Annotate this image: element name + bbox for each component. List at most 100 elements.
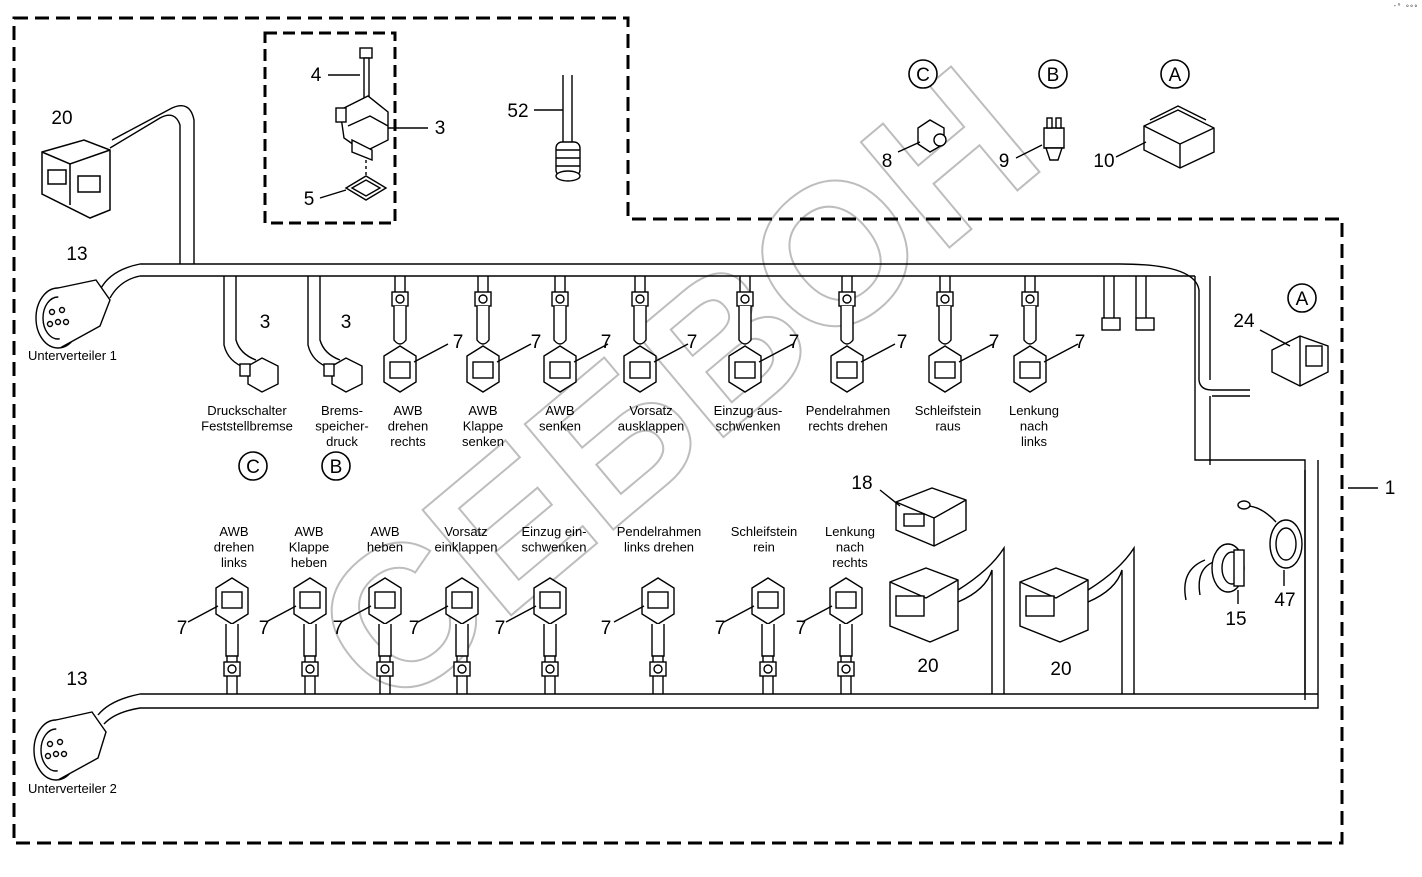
valve-connector-upper bbox=[728, 276, 794, 393]
valve-label-line: rechts bbox=[390, 434, 426, 449]
ref-b-top: B bbox=[1047, 65, 1060, 86]
connectors-20-lower bbox=[889, 545, 1135, 694]
callout-7: 7 bbox=[1075, 332, 1086, 353]
upper-valve-connectors bbox=[383, 276, 1079, 393]
valve-label-line: nach bbox=[1020, 419, 1048, 434]
valve-label-line: Feststellbremse bbox=[201, 419, 293, 434]
valve-label-line: schwenken bbox=[715, 419, 780, 434]
valve-label-line: heben bbox=[367, 540, 403, 555]
valve-label-line: Druckschalter bbox=[207, 403, 287, 418]
corner-mark: -ᴳ ∘∘∘ bbox=[1392, 2, 1418, 10]
circled-references bbox=[238, 59, 1317, 481]
circled-reference-letters: C B A A C B bbox=[246, 65, 1309, 478]
callout-13-upper: 13 bbox=[66, 244, 87, 265]
valve-label-line: Brems- bbox=[321, 403, 363, 418]
valve-label-line: links bbox=[221, 555, 248, 570]
callout-7: 7 bbox=[177, 618, 188, 639]
callout-7: 7 bbox=[531, 332, 542, 353]
valve-label-line: ausklappen bbox=[618, 419, 685, 434]
valve-label-line: Schleifstein bbox=[731, 524, 797, 539]
valve-connector-upper bbox=[1013, 276, 1079, 393]
valve-connector-upper bbox=[383, 276, 449, 393]
valve-connector-lower bbox=[187, 577, 249, 694]
valve-connector-lower bbox=[265, 577, 327, 694]
valve-connector-upper bbox=[928, 276, 994, 393]
callout-10: 10 bbox=[1093, 151, 1114, 172]
callout-numbers: 4 3 5 52 8 9 10 20 13 3 3 24 1 18 20 20 … bbox=[51, 65, 1395, 690]
valve-connector-lower bbox=[505, 577, 567, 694]
valve-label-line: rein bbox=[753, 540, 775, 555]
valve-label-line: einklappen bbox=[435, 540, 498, 555]
valve-label-line: AWB bbox=[545, 403, 574, 418]
connector-18 bbox=[879, 487, 967, 547]
callout-20-upper: 20 bbox=[51, 108, 72, 129]
valve-label-line: AWB bbox=[468, 403, 497, 418]
valve-label-line: Einzug ein- bbox=[521, 524, 586, 539]
callout-7: 7 bbox=[897, 332, 908, 353]
valve-label-line: Klappe bbox=[463, 419, 503, 434]
callout-18: 18 bbox=[851, 473, 872, 494]
callout-7: 7 bbox=[259, 618, 270, 639]
callout-7: 7 bbox=[409, 618, 420, 639]
callout-7: 7 bbox=[687, 332, 698, 353]
valve-connector-lower bbox=[340, 577, 402, 694]
diagram-text: DruckschalterFeststellbremseBrems-speich… bbox=[177, 332, 1086, 639]
valve-label-line: heben bbox=[291, 555, 327, 570]
socket-15-47 bbox=[1184, 500, 1303, 604]
valve-label-line: AWB bbox=[294, 524, 323, 539]
ref-a-right: A bbox=[1296, 289, 1309, 310]
callout-7: 7 bbox=[796, 618, 807, 639]
connector-20-upper bbox=[41, 139, 111, 219]
callout-4: 4 bbox=[311, 65, 322, 86]
valve-label-line: AWB bbox=[370, 524, 399, 539]
callout-3-kit: 3 bbox=[435, 118, 446, 139]
callout-20-mid: 20 bbox=[917, 656, 938, 677]
callout-15: 15 bbox=[1225, 609, 1246, 630]
valve-label-line: Vorsatz bbox=[629, 403, 672, 418]
callout-47: 47 bbox=[1274, 590, 1295, 611]
valve-connector-lower bbox=[417, 577, 479, 694]
valve-label-line: Schleifstein bbox=[915, 403, 981, 418]
round-connector-13-upper bbox=[35, 279, 111, 349]
ref-c-bottom: C bbox=[246, 457, 260, 478]
callout-5: 5 bbox=[304, 189, 315, 210]
callout-7: 7 bbox=[601, 332, 612, 353]
valve-label-line: rechts bbox=[832, 555, 868, 570]
round-connector-13-lower bbox=[33, 711, 107, 781]
valve-label-line: Pendelrahmen bbox=[806, 403, 891, 418]
valve-label-line: Vorsatz bbox=[444, 524, 487, 539]
unterverteiler-1-label: Unterverteiler 1 bbox=[28, 348, 117, 363]
valve-connector-upper bbox=[830, 276, 896, 393]
callout-3-right: 3 bbox=[341, 312, 352, 333]
valve-connector-upper bbox=[466, 276, 532, 393]
lower-valve-connectors bbox=[187, 577, 863, 694]
callout-1: 1 bbox=[1385, 478, 1396, 499]
valve-label-line: senken bbox=[462, 434, 504, 449]
valve-label-line: senken bbox=[539, 419, 581, 434]
valve-label-line: Einzug aus- bbox=[714, 403, 783, 418]
valve-label-line: schwenken bbox=[521, 540, 586, 555]
valve-label-line: AWB bbox=[219, 524, 248, 539]
connector-24 bbox=[1259, 329, 1329, 387]
callout-7: 7 bbox=[715, 618, 726, 639]
valve-connector-lower bbox=[613, 577, 675, 694]
callout-24: 24 bbox=[1233, 311, 1255, 332]
callout-7: 7 bbox=[453, 332, 464, 353]
harness-boundary bbox=[12, 16, 1344, 845]
valve-label-line: links drehen bbox=[624, 540, 694, 555]
valve-label-line: Klappe bbox=[289, 540, 329, 555]
valve-label-line: raus bbox=[935, 419, 961, 434]
solenoid-parts bbox=[319, 47, 428, 201]
ref-b-bottom: B bbox=[330, 457, 343, 478]
valve-label-line: Lenkung bbox=[1009, 403, 1059, 418]
ref-a-top: A bbox=[1169, 65, 1182, 86]
valve-connector-lower bbox=[723, 577, 785, 694]
valve-label-line: Lenkung bbox=[825, 524, 875, 539]
valve-label-line: druck bbox=[326, 434, 358, 449]
callout-13-lower: 13 bbox=[66, 669, 87, 690]
valve-label-line: nach bbox=[836, 540, 864, 555]
ref-c-top: C bbox=[916, 65, 930, 86]
callout-52: 52 bbox=[507, 101, 528, 122]
